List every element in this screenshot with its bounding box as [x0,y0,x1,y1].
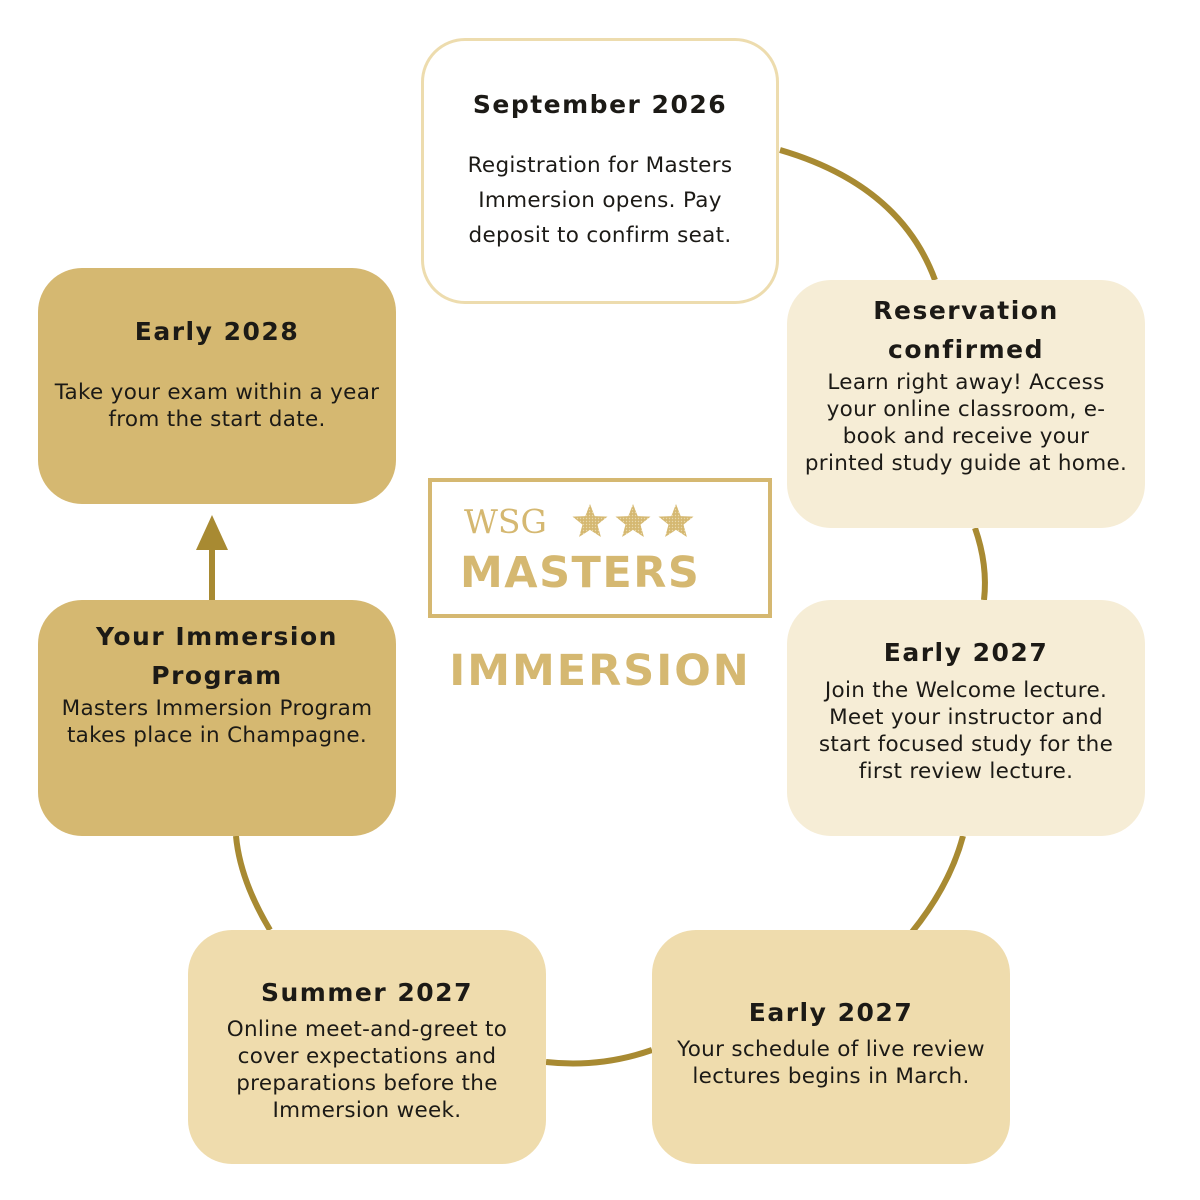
logo-stars [572,504,694,537]
step-body: Take your exam within a year from the st… [54,380,380,432]
step-body: Online meet-and-greet to cover expectati… [226,1017,508,1123]
star-icon [658,504,694,537]
arrow-head-icon [196,515,228,550]
step-card: Your Immersion Program Masters Immersion… [38,600,396,836]
step-title: Summer 2027 [261,978,473,1007]
logo-wsg-text: WSG [464,502,547,541]
step-body: Learn right away! Access your online cla… [804,370,1128,476]
step-title: Reservation confirmed [873,296,1059,364]
step-card: Early 2027 Your schedule of live review … [652,930,1010,1164]
step-card: Early 2027 Join the Welcome lecture. Mee… [787,600,1145,836]
step-title: Your Immersion Program [96,622,338,690]
wsg-masters-logo: WSG MASTERS [428,478,772,618]
step-title: Early 2027 [883,638,1049,667]
star-icon [615,504,651,537]
step-body: Join the Welcome lecture. Meet your inst… [818,678,1114,784]
step-title: Early 2028 [134,317,300,346]
step-card: September 2026 Registration for Masters … [421,38,779,304]
step-title: Early 2027 [748,998,914,1027]
step-body: Your schedule of live review lectures be… [677,1037,985,1089]
step-body: Masters Immersion Program takes place in… [61,696,373,748]
star-icon [572,504,608,537]
immersion-label: IMMERSION [449,646,751,696]
step-card: Reservation confirmed Learn right away! … [787,280,1145,528]
step-body: Registration for Masters Immersion opens… [467,153,733,248]
step-title: September 2026 [472,90,728,119]
step-card: Early 2028 Take your exam within a year … [38,268,396,504]
logo-masters-text: MASTERS [460,548,701,598]
step-card: Summer 2027 Online meet-and-greet to cov… [188,930,546,1164]
